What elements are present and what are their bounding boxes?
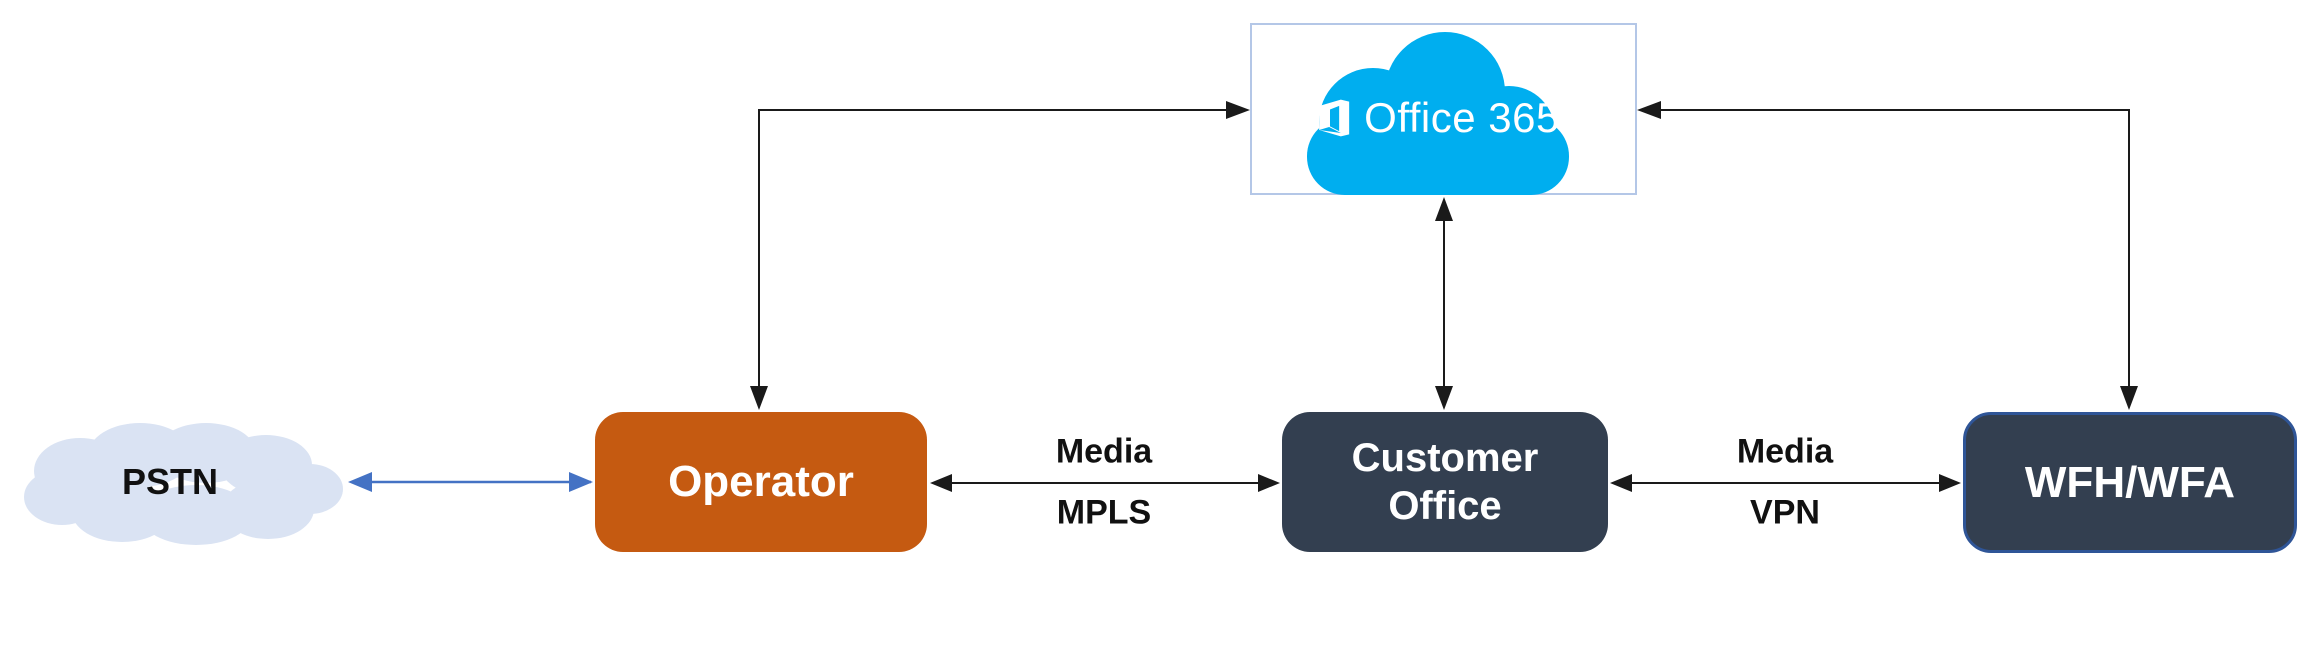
edge-operator-office365 [750,101,1250,410]
wfh-wfa-node: WFH/WFA [1963,412,2297,553]
edge-label-media-mpls-top: Media [1055,432,1153,471]
office365-label: Office 365 [1364,94,1560,141]
pstn-label: PSTN [121,461,219,502]
edge-label-vpn: VPN [1750,493,1820,532]
office365-frame: Office 365 [1250,23,1637,195]
wfh-wfa-label: WFH/WFA [2024,457,2236,507]
customer-office-label-line2: Office [1388,484,1502,528]
office365-label-row: Office 365 [1314,94,1560,142]
pstn-cloud-node: PSTN [18,413,345,549]
edge-label-media-vpn-top: Media [1736,432,1834,471]
office-logo-icon [1319,99,1350,137]
cloud-icon [1307,32,1569,195]
customer-office-label-line1: Customer [1351,436,1539,480]
edge-wfh-office365 [1637,101,2138,410]
edge-office365-customer-office [1435,197,1453,410]
cloud-icon [24,423,343,545]
edge-operator-customer-office [930,474,1280,492]
customer-office-node: Customer Office [1282,412,1608,552]
operator-node: Operator [595,412,927,552]
operator-label: Operator [668,457,854,506]
edge-pstn-operator [348,472,593,492]
edge-label-mpls: MPLS [1056,493,1152,532]
edge-customer-office-wfh [1610,474,1961,492]
